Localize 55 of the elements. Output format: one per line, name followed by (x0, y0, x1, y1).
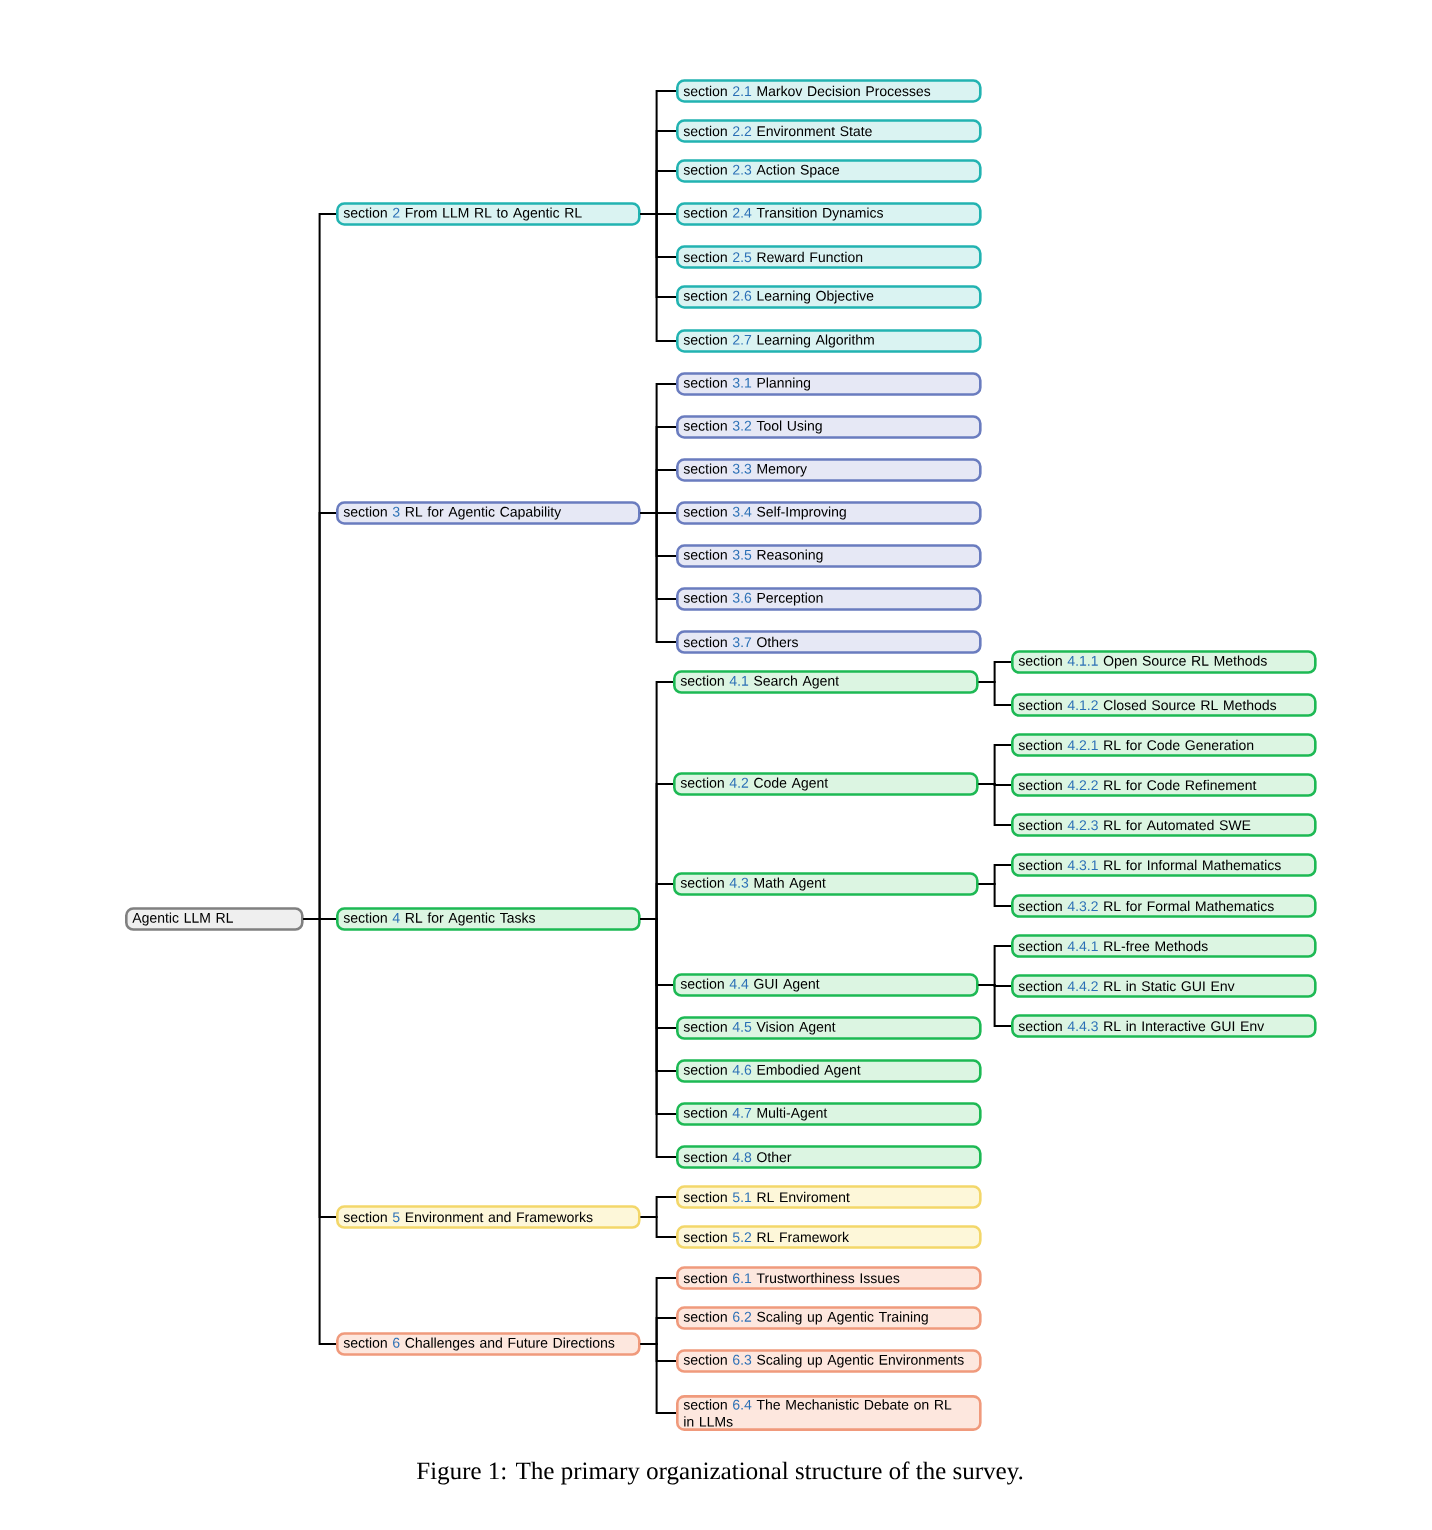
section-box: section 3.4 Self-Improving (676, 501, 982, 525)
connector-line (977, 883, 1012, 907)
section-box: section 5.1 RL Enviroment (676, 1185, 982, 1209)
connector-line (977, 681, 1012, 706)
section-box: section 4.2.2 RL for Code Refinement (1011, 773, 1317, 797)
section-box: section 2.2 Environment State (676, 119, 982, 143)
section-box: section 6.3 Scaling up Agentic Environments (676, 1349, 982, 1373)
section-box: section 4.4.2 RL in Static GUI Env (1011, 974, 1317, 998)
section-box: section 6 Challenges and Future Directions (336, 1332, 641, 1356)
section-box: section 3.3 Memory (676, 458, 982, 482)
root-box: Agentic LLM RL (125, 907, 304, 931)
section-box: section 4 RL for Agentic Tasks (336, 907, 641, 931)
section-box: section 6.4 The Mechanistic Debate on RL in LLMs (676, 1395, 982, 1431)
caption: Figure 1: The primary organizational structure of the survey. (417, 1461, 1023, 1485)
connector-line (639, 918, 677, 1158)
section-box: section 2.5 Reward Function (676, 245, 982, 269)
section-box: section 2.1 Markov Decision Processes (676, 79, 982, 103)
connector-line (302, 918, 337, 1345)
connector-line (977, 783, 1012, 826)
section-box: section 4.2.3 RL for Automated SWE (1011, 813, 1317, 837)
section-box: section 4.1.1 Open Source RL Methods (1011, 650, 1317, 674)
section-box: section 4.6 Embodied Agent (676, 1059, 982, 1083)
section-box: section 3.7 Others (676, 630, 982, 654)
section-box: section 3.6 Perception (676, 587, 982, 611)
section-box: section 4.5 Vision Agent (676, 1016, 982, 1040)
section-box: section 4.4.3 RL in Interactive GUI Env (1011, 1014, 1317, 1038)
connector-line (639, 512, 677, 643)
connector-line (639, 1216, 677, 1238)
section-box: section 4.2 Code Agent (673, 772, 979, 796)
section-box: section 4.2.1 RL for Code Generation (1011, 733, 1317, 757)
section-box: section 4.4 GUI Agent (673, 973, 979, 997)
section-box: section 3.5 Reasoning (676, 544, 982, 568)
section-box: section 5 Environment and Frameworks (336, 1205, 641, 1229)
connector-line (639, 1343, 677, 1414)
section-box: section 3 RL for Agentic Capability (336, 501, 641, 525)
section-box: section 2 From LLM RL to Agentic RL (336, 202, 641, 226)
section-box: section 4.1.2 Closed Source RL Methods (1011, 693, 1317, 717)
section-box: section 2.6 Learning Objective (676, 285, 982, 309)
section-box: section 4.3.2 RL for Formal Mathematics (1011, 894, 1317, 918)
section-box: section 5.2 RL Framework (676, 1225, 982, 1249)
section-box: section 6.1 Trustworthiness Issues (676, 1266, 982, 1290)
section-box: section 4.4.1 RL-free Methods (1011, 934, 1317, 958)
section-box: section 4.7 Multi-Agent (676, 1102, 982, 1126)
connector-line (977, 984, 1012, 1027)
section-box: section 6.2 Scaling up Agentic Training (676, 1306, 982, 1330)
section-box: section 2.7 Learning Algorithm (676, 329, 982, 353)
section-box: section 4.3 Math Agent (673, 872, 979, 896)
section-box: section 2.3 Action Space (676, 159, 982, 183)
section-box: section 3.2 Tool Using (676, 415, 982, 439)
connector-line (639, 213, 677, 342)
section-box: section 4.1 Search Agent (673, 670, 979, 694)
section-box: section 4.3.1 RL for Informal Mathematics (1011, 853, 1317, 877)
section-box: section 4.8 Other (676, 1145, 982, 1169)
section-box: section 3.1 Planning (676, 372, 982, 396)
section-box: section 2.4 Transition Dynamics (676, 202, 982, 226)
